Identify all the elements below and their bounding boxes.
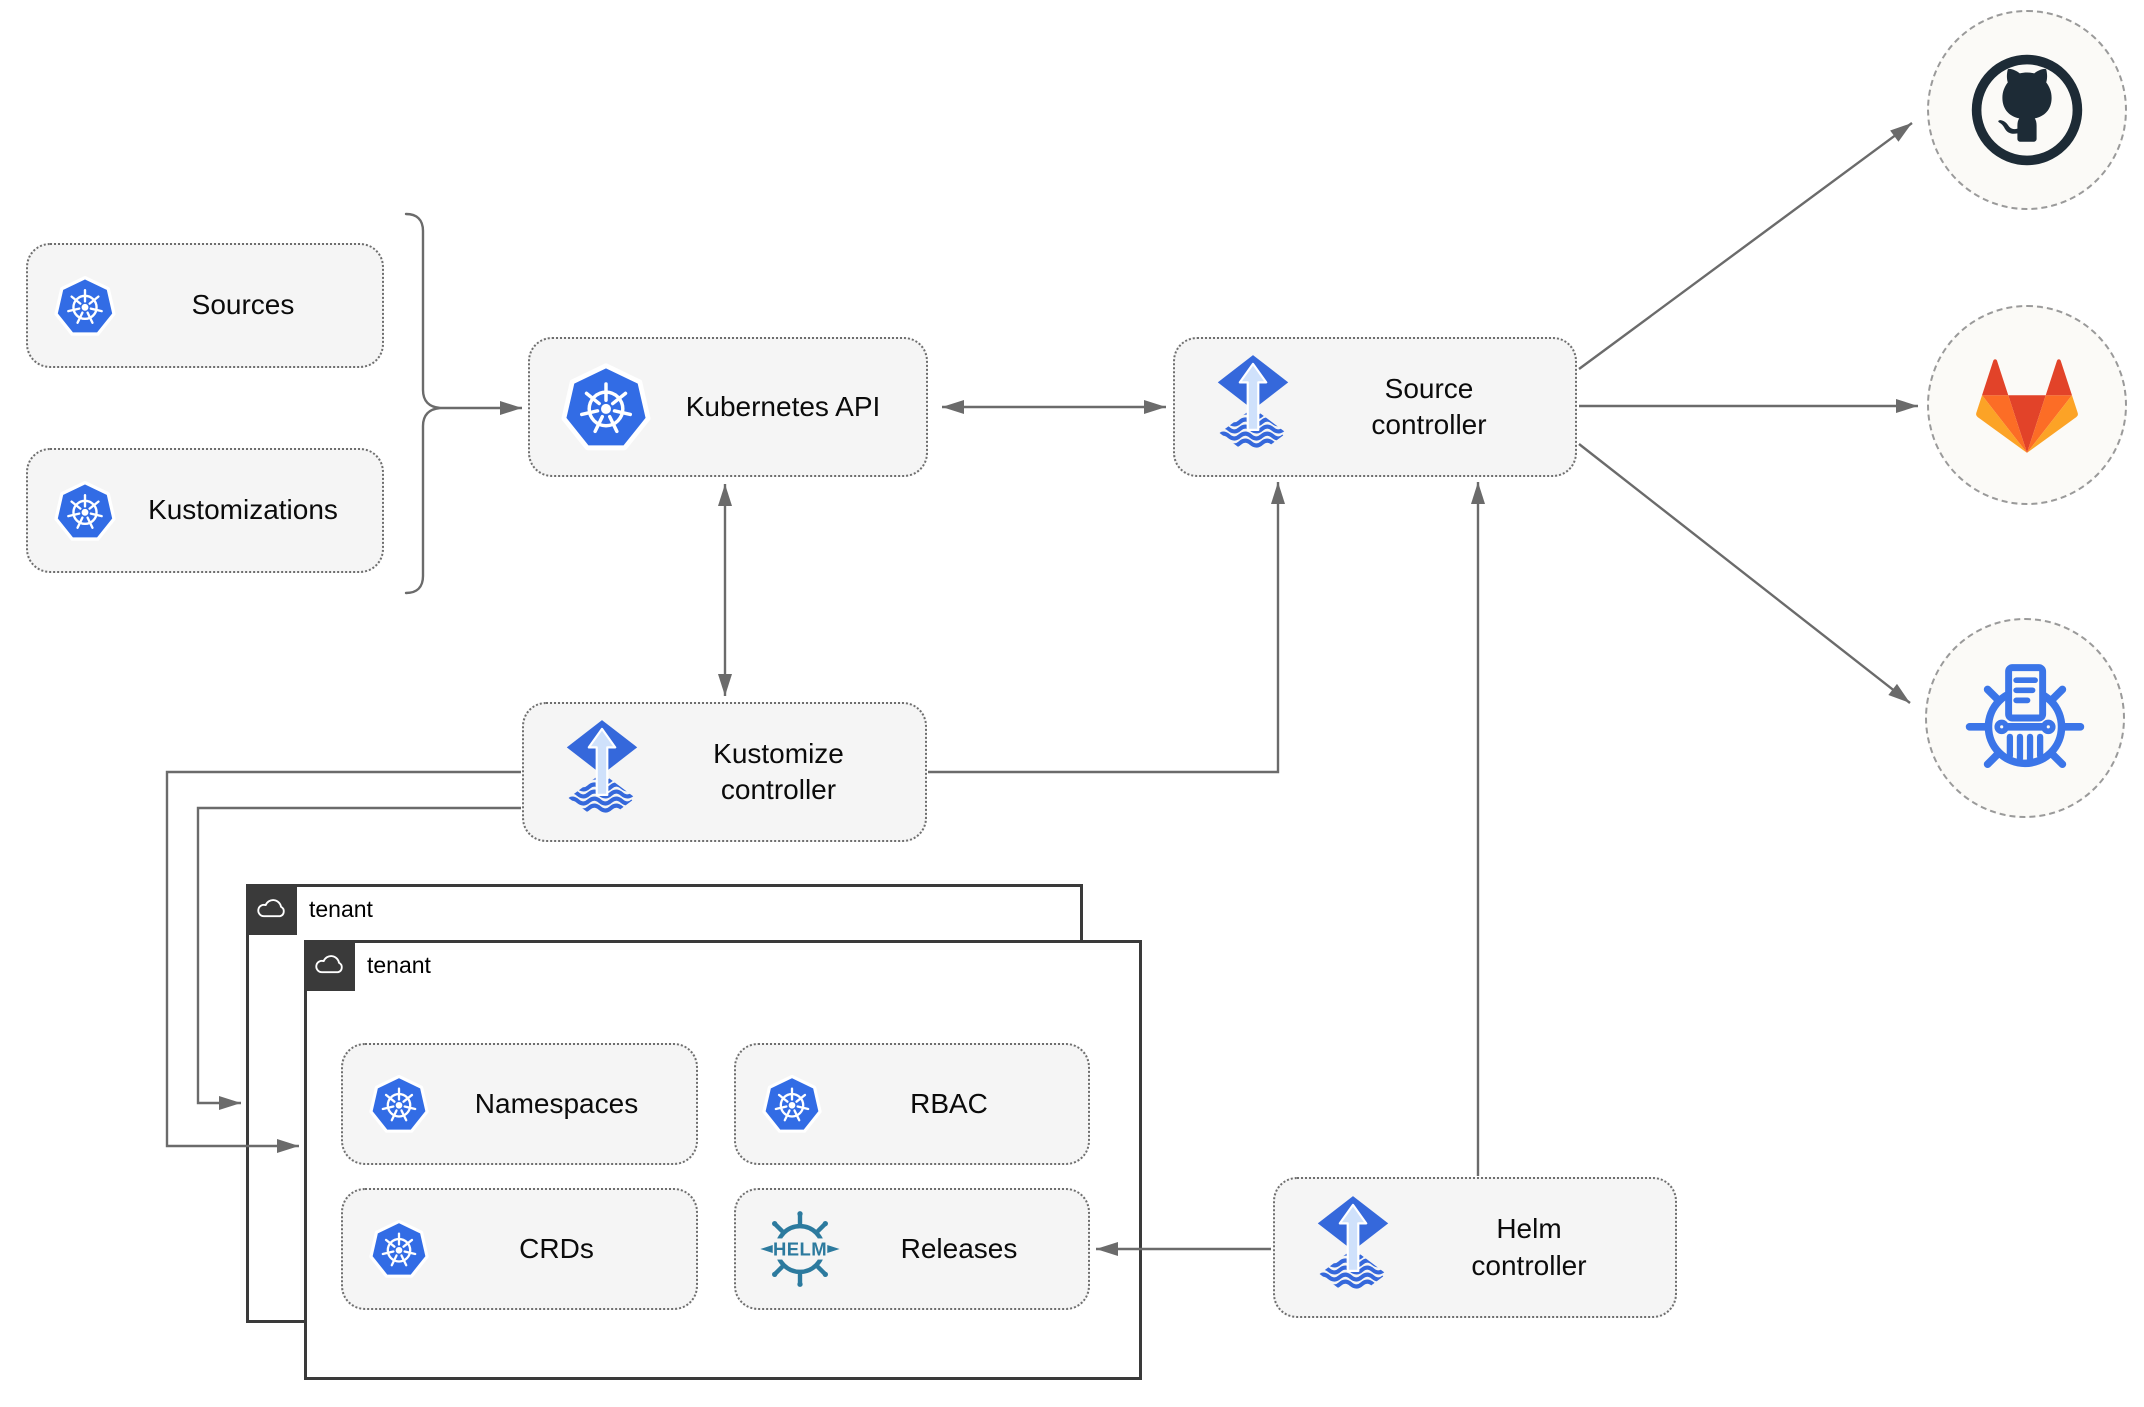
rbac-node: RBAC: [734, 1043, 1090, 1165]
crds-node: CRDs: [341, 1188, 698, 1310]
kustomizations-label: Kustomizations: [148, 494, 338, 526]
github-endpoint: [1927, 10, 2127, 210]
tenant-back-tab: [246, 884, 297, 935]
tenant-front-tab: [304, 940, 355, 991]
sources-label: Sources: [191, 289, 295, 321]
helm-wordmark: HELM: [773, 1239, 827, 1260]
chartmuseum-endpoint: [1925, 618, 2125, 818]
gitlab-endpoint: [1927, 305, 2127, 505]
releases-label: Releases: [900, 1232, 1018, 1264]
gitlab-icon: [1976, 359, 2078, 453]
tenant-back-label: tenant: [309, 896, 373, 922]
tenant-front-label: tenant: [367, 952, 431, 978]
connector-source-chartmuseum: [1578, 443, 1911, 704]
namespaces-node: Namespaces: [341, 1043, 698, 1165]
kustomize-controller-label: Kustomize controller: [713, 737, 844, 805]
kustomize-controller-node: Kustomize controller: [522, 702, 927, 842]
github-icon: [1971, 54, 2083, 166]
chartmuseum-icon: [1965, 664, 2085, 769]
kubernetes-api-label: Kubernetes API: [685, 390, 881, 422]
kubernetes-icon: [369, 1074, 429, 1133]
connector-kustomize-source-controller: [928, 482, 1285, 774]
kubernetes-icon: [54, 275, 116, 336]
namespaces-label: Namespaces: [474, 1087, 639, 1119]
helm-controller-label: Helm controller: [1471, 1213, 1587, 1281]
kubernetes-icon: [54, 480, 116, 541]
kubernetes-api-node: Kubernetes API: [528, 337, 928, 477]
flux-icon: [1309, 1193, 1397, 1303]
connector-source-github: [1578, 122, 1913, 370]
connector-brace: [404, 212, 441, 595]
rbac-label: RBAC: [910, 1087, 988, 1119]
source-controller-label: Source controller: [1371, 372, 1487, 440]
kubernetes-icon: [558, 359, 654, 455]
kubernetes-icon: [762, 1074, 822, 1133]
sources-node: Sources: [26, 243, 384, 368]
kubernetes-icon: [369, 1219, 429, 1278]
releases-node: HELM Releases: [734, 1188, 1090, 1310]
cloud-icon: [256, 899, 285, 918]
helm-icon: HELM: [760, 1211, 840, 1287]
source-controller-node: Source controller: [1173, 337, 1577, 477]
flux-icon: [558, 717, 646, 827]
crds-label: CRDs: [519, 1232, 594, 1264]
flux-icon: [1209, 352, 1297, 462]
cloud-icon: [314, 955, 343, 974]
helm-controller-node: Helm controller: [1273, 1177, 1677, 1318]
kustomizations-node: Kustomizations: [26, 448, 384, 573]
